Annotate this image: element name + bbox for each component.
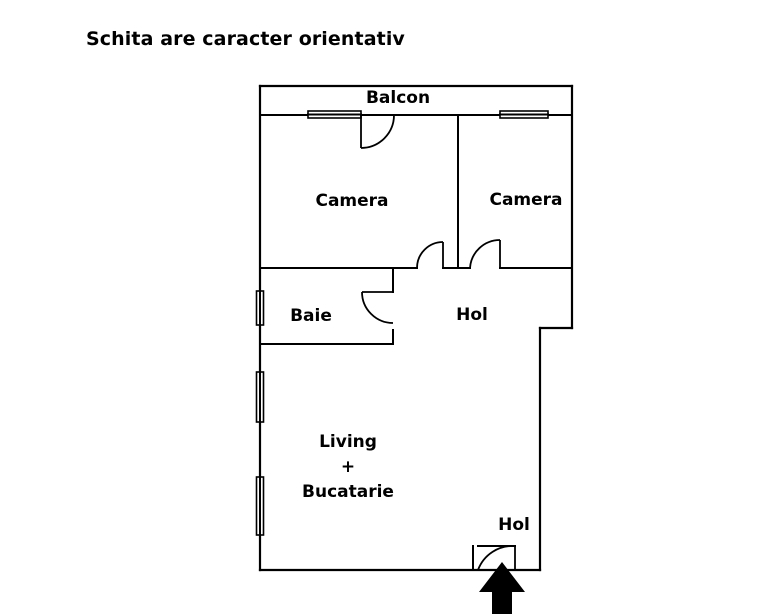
door-bathroom-arc	[361, 291, 394, 324]
room-label-bucatarie: Bucatarie	[302, 482, 394, 502]
doors	[360, 114, 516, 571]
outer-walls	[258, 84, 574, 572]
door-bedroom-left-arc	[416, 241, 444, 269]
entry-direction-arrow	[479, 562, 525, 614]
room-label-living-plus: +	[341, 457, 355, 477]
room-label-balcon: Balcon	[366, 88, 430, 108]
door-bedroom-right-arc	[469, 239, 501, 269]
room-label-camera-right: Camera	[489, 190, 562, 210]
room-label-living: Living	[319, 432, 377, 452]
entry-arrow-shape	[479, 562, 525, 614]
room-label-hol-upper: Hol	[456, 305, 488, 325]
door-balcony-arc	[360, 114, 395, 149]
room-label-hol-entry: Hol	[498, 515, 530, 535]
door-entry-arc	[477, 545, 516, 571]
room-labels: Balcon Camera Camera Baie Hol Hol Living…	[290, 88, 562, 535]
room-label-camera-left: Camera	[315, 191, 388, 211]
room-label-baie: Baie	[290, 306, 332, 326]
windows	[255, 110, 549, 536]
page-title: Schita are caracter orientativ	[86, 28, 405, 50]
